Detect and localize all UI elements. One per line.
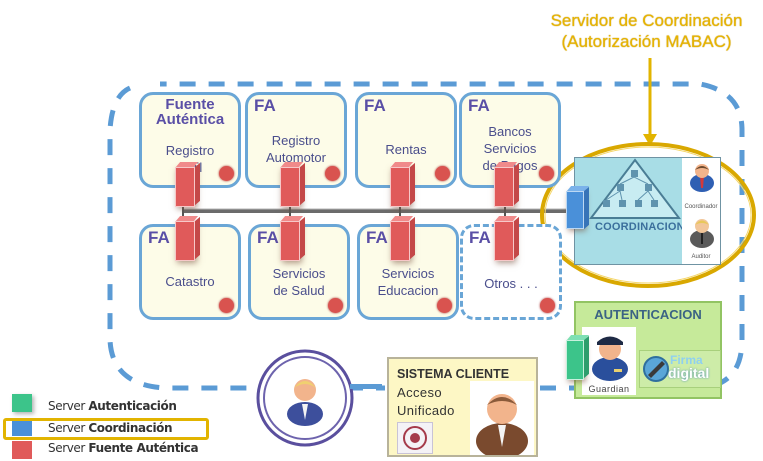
- fa-label-line: de Salud: [273, 283, 325, 298]
- legend-prefix: Server: [48, 399, 85, 413]
- client-photo: [470, 381, 534, 459]
- hierarchy-pyramid-icon: [589, 158, 681, 219]
- fa-server-icon[interactable]: [175, 167, 195, 207]
- authentication-server-panel[interactable]: AUTENTICACION Guardian Firma digital: [574, 301, 722, 399]
- fa-label: Rentas: [358, 141, 454, 158]
- seal-icon: [219, 166, 234, 181]
- fa-card-registro-civil[interactable]: Fuente Auténtica Registro Civil: [139, 92, 241, 188]
- seal-icon: [540, 298, 555, 313]
- fa-label-line: Registro: [271, 133, 321, 148]
- coordinator-label: Coordinador: [684, 204, 718, 210]
- fa-server-icon[interactable]: [175, 221, 195, 261]
- fa-label-line: Catastro: [165, 274, 215, 289]
- legend-highlight-box: [3, 418, 209, 440]
- institution-logo-icon: [397, 422, 433, 454]
- seal-icon: [437, 298, 452, 313]
- fa-server-icon[interactable]: [280, 167, 300, 207]
- seal-icon: [328, 298, 343, 313]
- callout-line-2: (Autorización MABAC): [561, 32, 732, 51]
- seal-icon: [219, 298, 234, 313]
- legend-name: Autenticación: [88, 399, 177, 413]
- client-user-avatar-icon[interactable]: [282, 370, 328, 426]
- fa-label: Servicios de Salud: [251, 265, 347, 299]
- seal-icon: [435, 166, 450, 181]
- fa-label-line: Servicios: [272, 266, 326, 281]
- coordination-server-callout: Servidor de Coordinación (Autorización M…: [530, 10, 763, 52]
- roles-panel: Coordinador Auditor: [682, 158, 720, 264]
- legend-prefix: Server: [48, 441, 85, 455]
- client-avatar-ring-inner: [263, 356, 347, 440]
- fa-badge: FA: [148, 228, 170, 247]
- coordinator-avatar-icon: [690, 164, 714, 192]
- fa-label: Catastro: [142, 273, 238, 290]
- client-link-dash: [350, 384, 382, 389]
- client-person-icon: [476, 394, 528, 459]
- fa-label-line: Servicios: [381, 266, 435, 281]
- coordination-server-panel[interactable]: COORDINACION Coordinador Auditor: [574, 157, 721, 265]
- guardian-panel: Guardian: [582, 327, 636, 395]
- client-system-title: SISTEMA CLIENTE: [397, 367, 510, 381]
- guardian-avatar-icon: [592, 336, 628, 381]
- legend-item-autenticacion: Server Autenticación: [48, 399, 177, 413]
- fa-server-icon[interactable]: [390, 167, 410, 207]
- coordination-highlight-ring: [540, 142, 756, 288]
- legend-item-fuente-autentica: Server Fuente Auténtica: [48, 441, 199, 455]
- legend-item-coordinacion: Server Coordinación: [48, 421, 173, 435]
- fa-badge: FA: [468, 96, 490, 115]
- fa-server-icon[interactable]: [280, 221, 300, 261]
- legend-prefix: Server: [48, 421, 85, 435]
- fa-badge: FA: [469, 228, 491, 247]
- authentication-title: AUTENTICACION: [594, 307, 702, 322]
- fa-server-icon[interactable]: [494, 167, 514, 207]
- fa-label-line: Registro: [165, 143, 215, 158]
- client-unified-line: Unificado: [397, 403, 455, 418]
- fa-label: Servicios Educacion: [360, 265, 456, 299]
- callout-arrow-head: [643, 134, 657, 146]
- fa-badge: FA: [254, 96, 276, 115]
- client-system-panel[interactable]: SISTEMA CLIENTE Acceso Unificado: [387, 357, 538, 459]
- legend-fa-swatch: [12, 441, 32, 459]
- fa-label-line: Automotor: [266, 150, 326, 165]
- coordination-server-icon[interactable]: [566, 191, 584, 229]
- legend-auth-swatch: [12, 394, 32, 412]
- fa-label-line: Bancos: [488, 124, 532, 139]
- fa-label: Otros . . .: [463, 275, 559, 292]
- auditor-avatar-icon: [690, 219, 714, 248]
- fa-badge: Fuente Auténtica: [155, 96, 225, 128]
- fa-label: Registro Automotor: [248, 132, 344, 166]
- fa-badge: FA: [366, 228, 388, 247]
- fa-server-icon[interactable]: [494, 221, 514, 261]
- legend-name: Coordinación: [88, 421, 173, 435]
- fa-label-line: Otros . . .: [484, 276, 538, 291]
- coordination-label: COORDINACION: [595, 221, 685, 233]
- seal-icon: [539, 166, 554, 181]
- callout-line-1: Servidor de Coordinación: [550, 11, 743, 30]
- firma-digital-logo: Firma digital: [639, 350, 721, 388]
- guardian-label: Guardian: [588, 384, 630, 394]
- coordination-highlight-ring-inner: [544, 146, 752, 284]
- fa-badge: FA: [364, 96, 386, 115]
- fa-server-icon[interactable]: [390, 221, 410, 261]
- legend-coord-swatch: [12, 418, 32, 436]
- digital-signature-icon: [643, 356, 669, 382]
- auditor-label: Auditor: [691, 254, 711, 260]
- seal-icon: [325, 166, 340, 181]
- fa-label-line: Servicios: [483, 141, 537, 156]
- fa-label-line: Rentas: [385, 142, 427, 157]
- authentication-server-icon[interactable]: [566, 340, 584, 380]
- firma-text: Firma: [670, 353, 703, 367]
- client-access-line: Acceso: [397, 385, 443, 400]
- fa-badge: FA: [257, 228, 279, 247]
- fa-label-line: Educacion: [377, 283, 439, 298]
- digital-text: digital: [668, 365, 710, 381]
- legend-name: Fuente Auténtica: [88, 441, 199, 455]
